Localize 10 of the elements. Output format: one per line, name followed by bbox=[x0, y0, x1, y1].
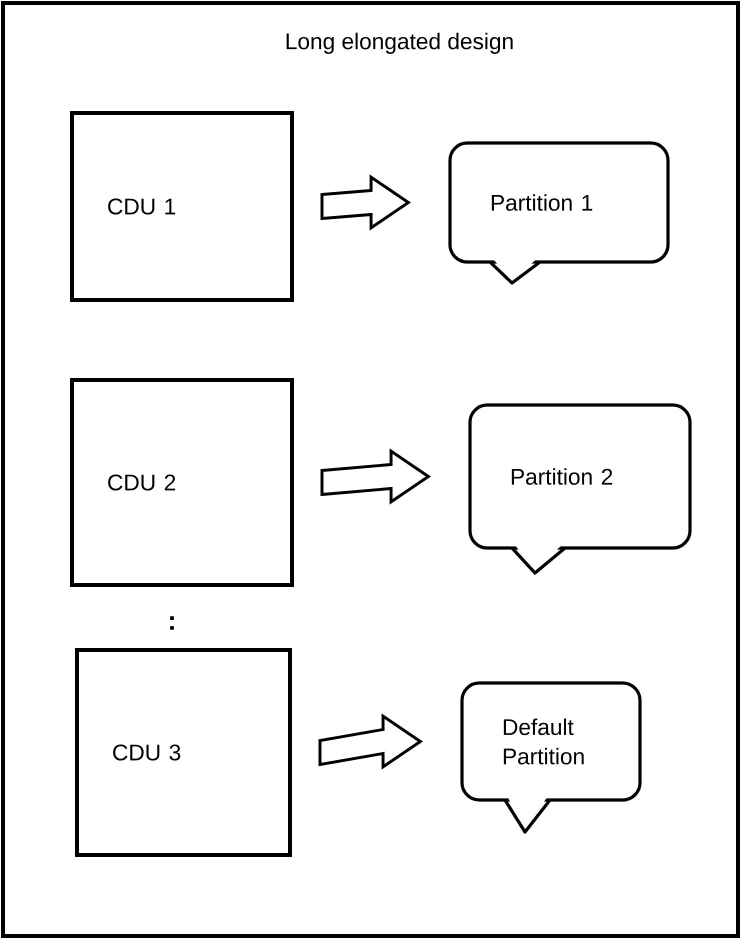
speech-bubble: Partition 2 bbox=[468, 403, 692, 575]
speech-bubble: Partition 1 bbox=[448, 141, 670, 285]
cdu-box: CDU 1 bbox=[70, 111, 294, 302]
cdu-box: CDU 2 bbox=[70, 378, 294, 587]
cdu-box: CDU 3 bbox=[75, 648, 292, 857]
block-arrow bbox=[320, 174, 412, 231]
block-arrow bbox=[320, 448, 432, 505]
ellipsis-mark: : bbox=[170, 616, 174, 630]
speech-bubble: Default Partition bbox=[460, 681, 642, 834]
block-arrow bbox=[318, 713, 424, 770]
